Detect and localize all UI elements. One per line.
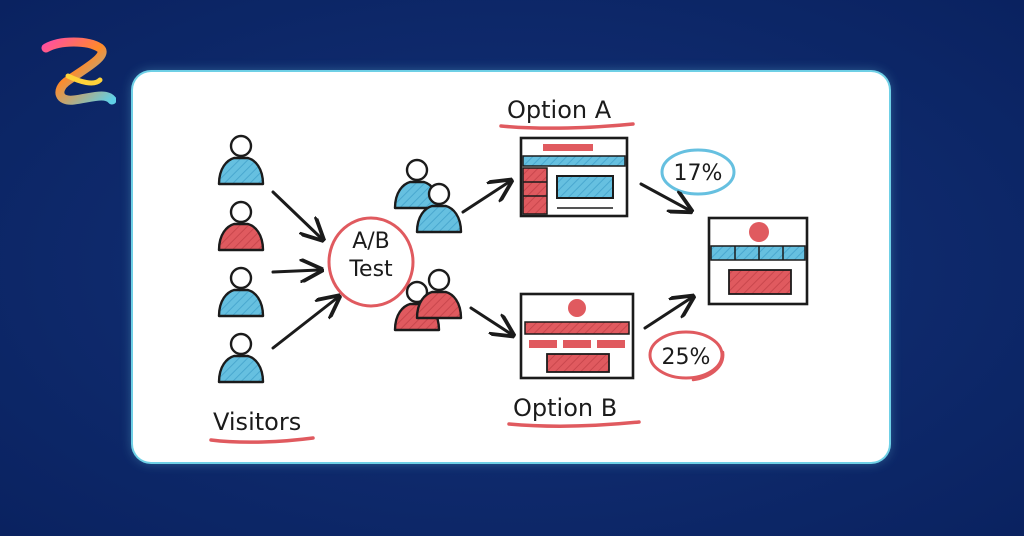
option-a-label: Option A — [507, 96, 612, 124]
rate-a-circle — [660, 148, 736, 196]
visitor-person-icon — [217, 332, 265, 384]
option-b-underline — [507, 420, 641, 428]
visitor-person-icon — [217, 200, 265, 252]
arrow — [461, 182, 509, 214]
brand-logo-icon — [41, 37, 116, 105]
arrow — [469, 306, 511, 334]
arrow — [643, 298, 691, 330]
visitors-label: Visitors — [213, 408, 301, 436]
arrow — [271, 190, 321, 238]
option-b-webpage-icon — [519, 292, 635, 380]
arrow — [271, 298, 337, 350]
arrow — [639, 182, 689, 210]
visitor-person-icon — [217, 266, 265, 318]
result-webpage-icon — [707, 216, 809, 306]
ab-test-diagram: A/B Test Visitors Option A — [209, 96, 809, 444]
ab-test-label-line2: Test — [348, 257, 393, 282]
visitors-underline — [209, 436, 315, 444]
rate-b-circle-stroke — [691, 350, 725, 382]
option-a-underline — [499, 122, 635, 130]
rate-b-value: 25% — [662, 345, 711, 370]
visitor-person-icon — [217, 134, 265, 186]
ab-test-label-line1: A/B — [352, 229, 390, 254]
diagram-card: A/B Test Visitors Option A — [133, 72, 889, 462]
rate-a-value: 17% — [674, 161, 723, 186]
option-b-label: Option B — [513, 394, 617, 422]
arrow — [271, 270, 319, 272]
option-a-webpage-icon — [519, 136, 629, 218]
ab-test-circle — [327, 216, 415, 308]
